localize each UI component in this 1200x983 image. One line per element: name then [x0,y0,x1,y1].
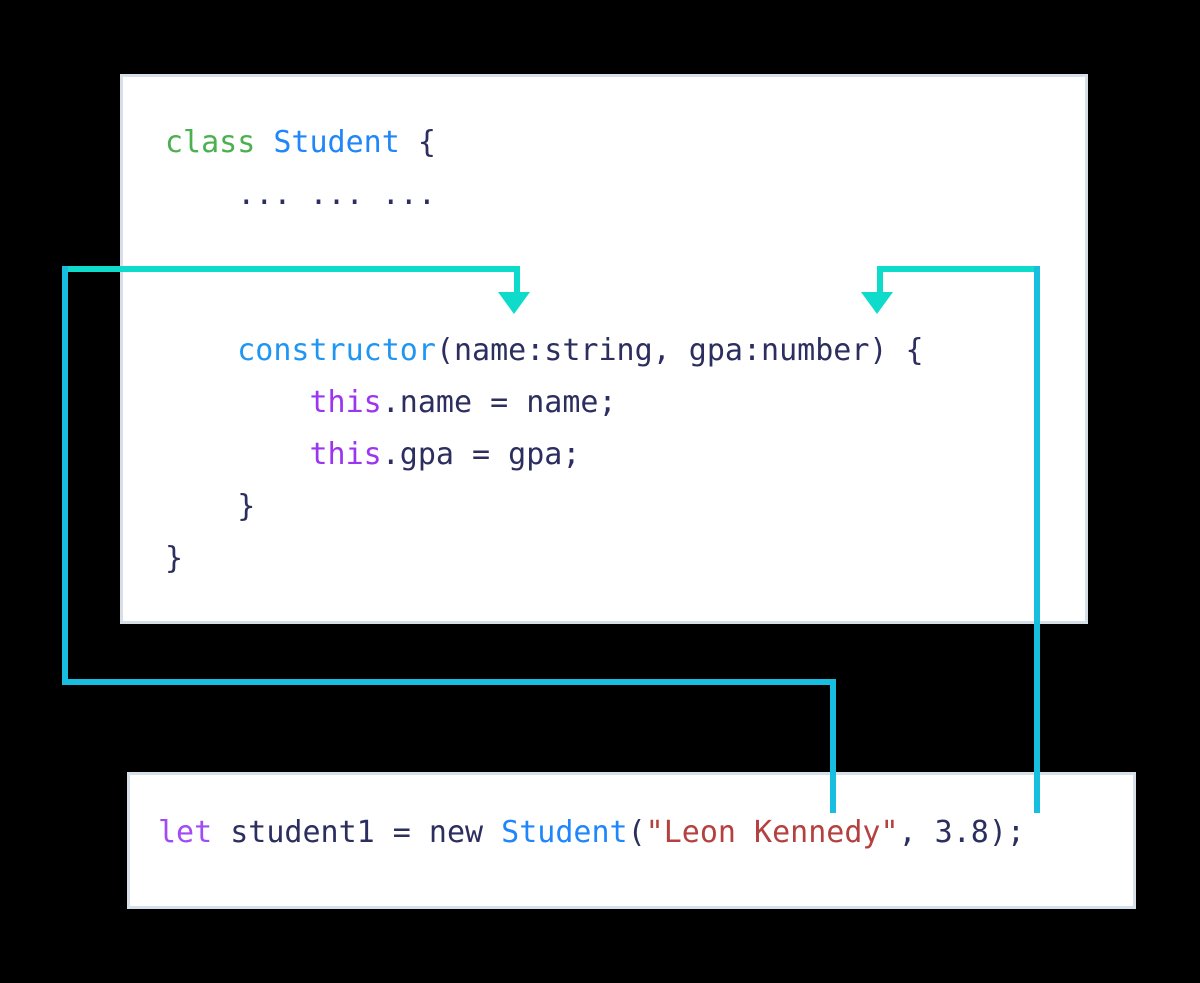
constructor-call-student: Student [501,815,628,850]
name-connector-stem [514,266,520,296]
name-connector-left-descent [62,266,68,682]
number-argument-gpa: 3.8 [934,815,989,850]
assignment-name: .name = name; [381,385,617,420]
assignment-gpa: .gpa = gpa; [381,437,581,472]
name-connector-top-run [62,266,520,272]
code-line-blank-2 [165,273,924,325]
class-definition-panel: class Student { ... ... ... constructor(… [120,74,1088,624]
gpa-connector-arrowhead [861,292,893,314]
argument-separator: , [898,815,935,850]
class-name-student: Student [273,125,400,160]
name-connector-bottom-run [62,679,836,685]
indent-assign-gpa [165,437,310,472]
gpa-connector-stem [877,266,883,296]
string-argument-name: "Leon Kennedy" [645,815,899,850]
code-line-class-declaration: class Student { [165,117,924,169]
space-separator-1 [255,125,273,160]
keyword-this-name: this [309,385,382,420]
code-line-assign-gpa: this.gpa = gpa; [165,429,924,481]
code-line-close-constructor: } [165,481,924,533]
class-code-body: class Student { ... ... ... constructor(… [123,77,924,585]
gpa-connector-top-run [877,266,1040,272]
name-connector-final-descent [830,679,836,813]
indent-assign-name [165,385,310,420]
open-paren-call: ( [627,815,646,850]
instance-code-body: let student1 = new Student("Leon Kennedy… [130,775,1025,853]
instantiation-panel: let student1 = new Student("Leon Kennedy… [127,772,1136,909]
keyword-constructor: constructor [237,333,436,368]
closing-brace-class: } [165,541,184,576]
closing-brace-constructor: } [165,489,256,524]
code-line-constructor: constructor(name:string, gpa:number) { [165,325,924,377]
name-connector-arrowhead [498,292,530,314]
close-paren-semicolon: ); [988,815,1025,850]
keyword-class: class [165,125,256,160]
indent-constructor [165,333,237,368]
code-line-instantiation: let student1 = new Student("Leon Kennedy… [158,813,1025,853]
open-brace-class: { [399,125,436,160]
gpa-connector-right-descent [1034,266,1040,813]
code-line-ellipsis: ... ... ... [165,169,924,221]
ellipsis-placeholder: ... ... ... [165,177,436,212]
keyword-let: let [158,815,213,850]
code-line-assign-name: this.name = name; [165,377,924,429]
keyword-this-gpa: this [309,437,382,472]
variable-assignment-new: student1 = new [212,815,502,850]
code-line-close-class: } [165,533,924,585]
constructor-parameter-list: (name:string, gpa:number) { [435,333,924,368]
